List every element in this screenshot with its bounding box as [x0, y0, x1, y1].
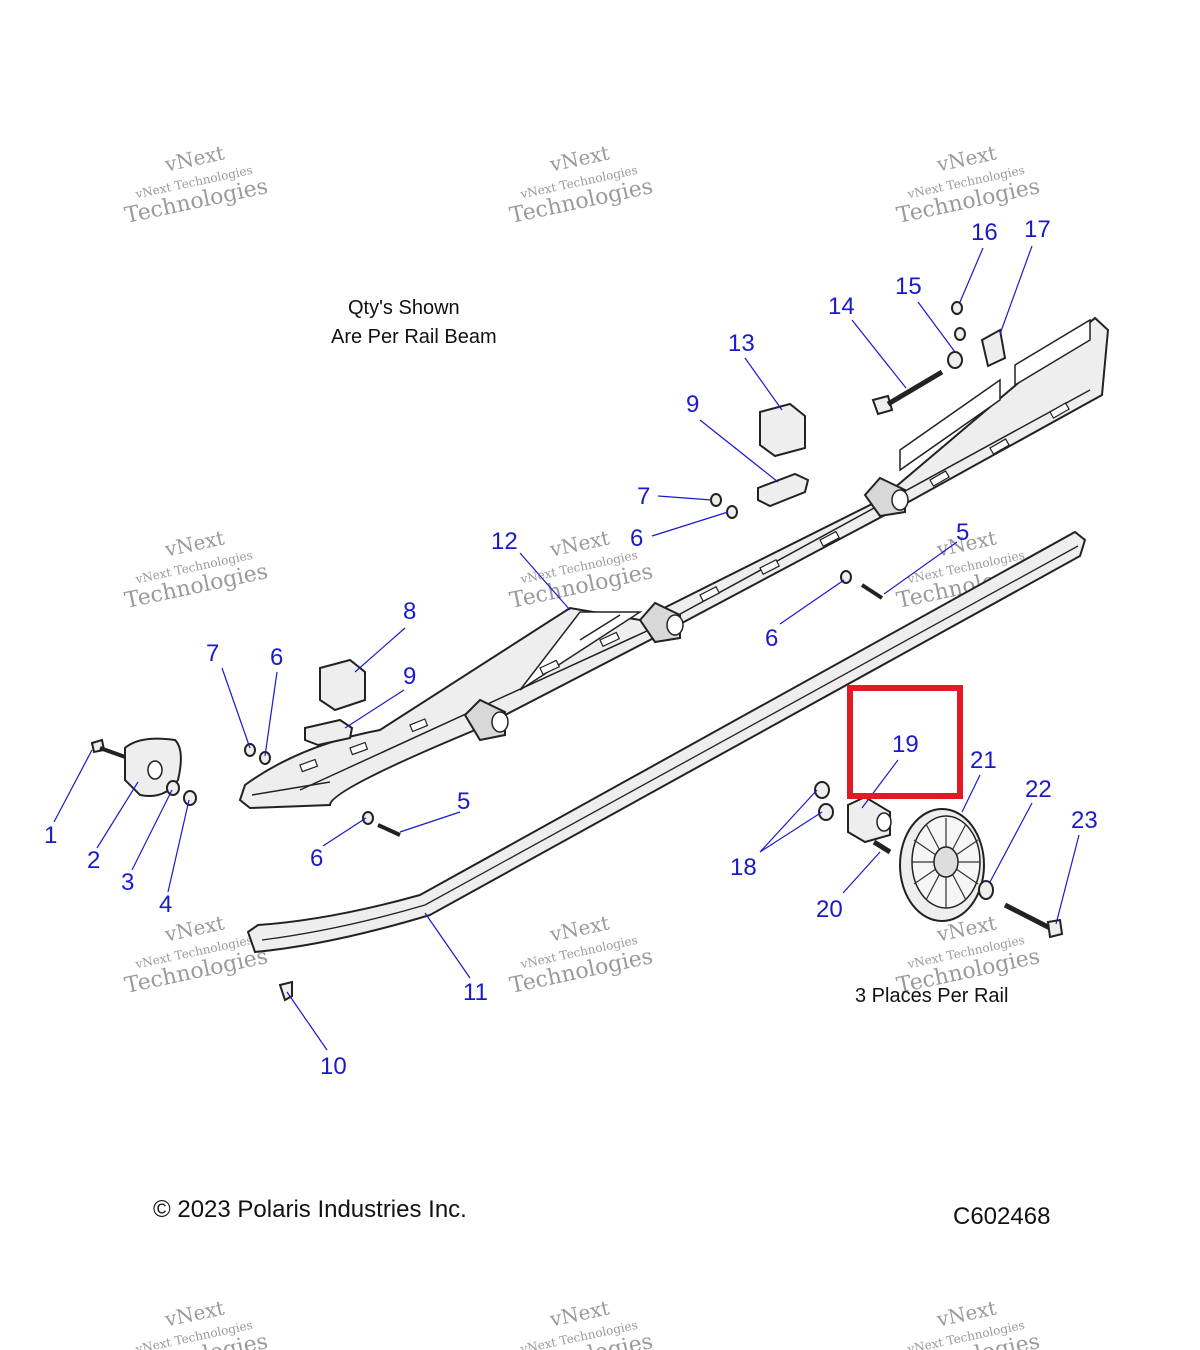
callout-22[interactable]: 22	[1025, 776, 1052, 803]
callout-11[interactable]: 11	[463, 979, 488, 1006]
callout-13[interactable]: 13	[728, 330, 755, 357]
watermark: vNext vNext Technologies Technologies	[508, 1296, 656, 1350]
qty-note-line2: Are Per Rail Beam	[331, 326, 497, 348]
callout-14[interactable]: 14	[828, 293, 855, 320]
callout-4[interactable]: 4	[159, 891, 172, 918]
callout-20[interactable]: 20	[816, 896, 843, 923]
callout-6[interactable]: 6	[270, 644, 283, 671]
leader-lines	[53, 245, 1080, 1051]
qty-note-line1: Qty's Shown	[348, 297, 460, 319]
callout-18[interactable]: 18	[730, 854, 757, 881]
callout-5[interactable]: 5	[956, 519, 969, 546]
callout-19[interactable]: 19	[892, 731, 919, 758]
diagram-code: C602468	[953, 1203, 1051, 1230]
slide-rail	[246, 530, 1087, 954]
watermark: vNext vNext Technologies Technologies	[508, 911, 656, 999]
callout-15[interactable]: 15	[895, 273, 922, 300]
hardware	[90, 301, 1064, 1002]
copyright: © 2023 Polaris Industries Inc.	[153, 1196, 467, 1223]
watermark: vNext vNext Technologies Technologies	[895, 1296, 1043, 1350]
callout-23[interactable]: 23	[1071, 807, 1098, 834]
callout-9[interactable]: 9	[403, 663, 416, 690]
callout-17[interactable]: 17	[1024, 216, 1051, 243]
watermark: vNext vNext Technologies Technologies	[123, 141, 271, 229]
watermark: vNext vNext Technologies Technologies	[123, 526, 271, 614]
callouts: 1 2 3 4 5 5 6 6 6 6 7 7 8 9 9 10 11 12 1…	[44, 216, 1098, 1080]
callout-16[interactable]: 16	[971, 219, 998, 246]
callout-12[interactable]: 12	[491, 528, 518, 555]
callout-5[interactable]: 5	[457, 788, 470, 815]
callout-7[interactable]: 7	[206, 640, 219, 667]
callout-6[interactable]: 6	[630, 525, 643, 552]
callout-7[interactable]: 7	[637, 483, 650, 510]
callout-3[interactable]: 3	[121, 869, 134, 896]
watermark: vNext vNext Technologies Technologies	[123, 1296, 271, 1350]
callout-6[interactable]: 6	[765, 625, 778, 652]
watermark: vNext vNext Technologies Technologies	[123, 911, 271, 999]
callout-8[interactable]: 8	[403, 598, 416, 625]
watermark: vNext vNext Technologies Technologies	[895, 141, 1043, 229]
callout-10[interactable]: 10	[320, 1053, 347, 1080]
highlight-box	[847, 685, 963, 799]
callout-9[interactable]: 9	[686, 391, 699, 418]
callout-2[interactable]: 2	[87, 847, 100, 874]
rail-beam	[238, 316, 1110, 810]
callout-6[interactable]: 6	[310, 845, 323, 872]
callout-1[interactable]: 1	[44, 822, 57, 849]
places-note: 3 Places Per Rail	[855, 985, 1008, 1007]
watermark: vNext vNext Technologies Technologies	[508, 141, 656, 229]
callout-21[interactable]: 21	[970, 747, 997, 774]
